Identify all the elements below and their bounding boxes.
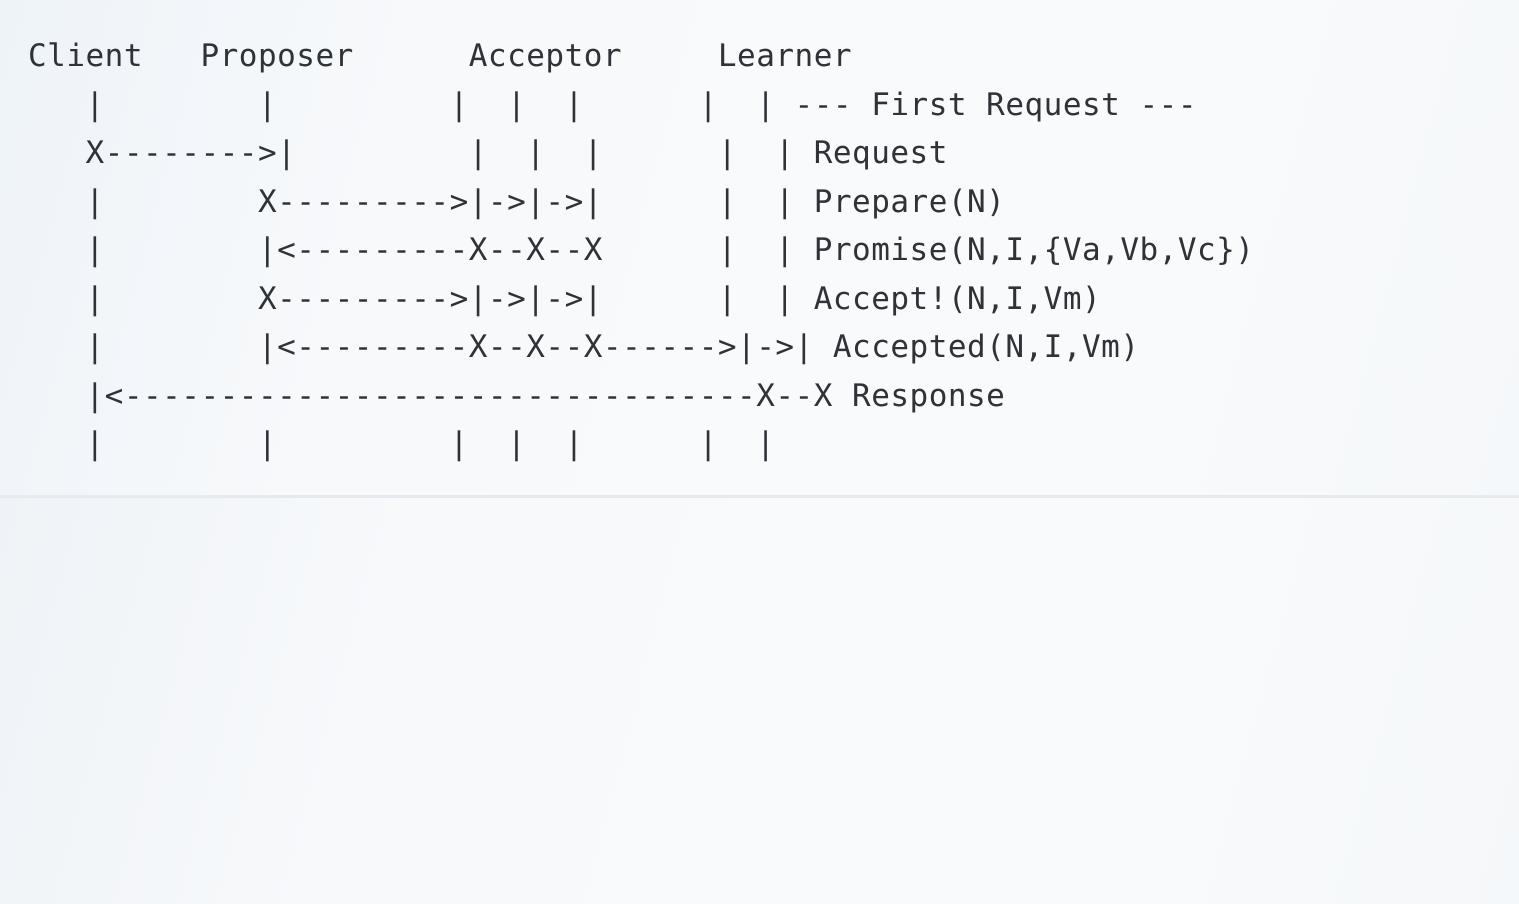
- panel-first-request: Client Proposer Acceptor Learner | | | |…: [0, 0, 1519, 496]
- panel-divider: [0, 495, 1519, 497]
- panel-following-requests: Client Proposer Acceptor Learner | | | |…: [0, 497, 1519, 904]
- ascii-art-first-request: Client Proposer Acceptor Learner | | | |…: [28, 38, 1255, 462]
